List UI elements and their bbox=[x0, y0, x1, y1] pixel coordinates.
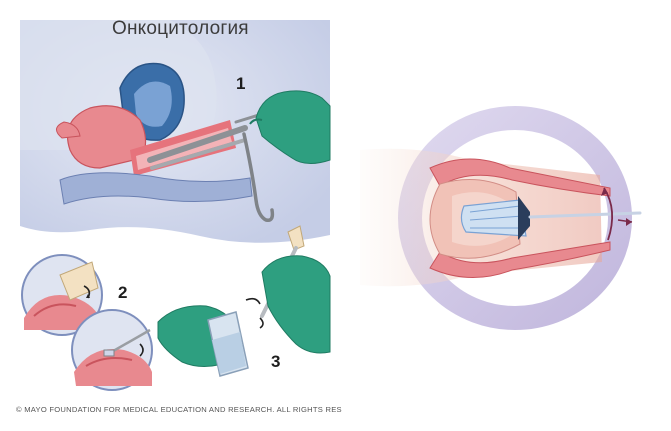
spatula-sampling-icon bbox=[21, 254, 103, 336]
speculum-insertion-illustration bbox=[20, 20, 331, 243]
step-label-3: 3 bbox=[271, 352, 281, 371]
rotation-arrow-icon bbox=[601, 187, 633, 241]
brush-sampling-icon bbox=[71, 309, 153, 391]
sample-vial-illustration bbox=[157, 225, 331, 377]
step-label-1: 1 bbox=[236, 74, 246, 93]
copyright-notice: © MAYO FOUNDATION FOR MEDICAL EDUCATION … bbox=[16, 405, 342, 414]
cytobrush-closeup-illustration bbox=[360, 106, 642, 330]
step-label-2: 2 bbox=[118, 283, 128, 302]
figure-title: Онкоцитология bbox=[112, 18, 249, 39]
